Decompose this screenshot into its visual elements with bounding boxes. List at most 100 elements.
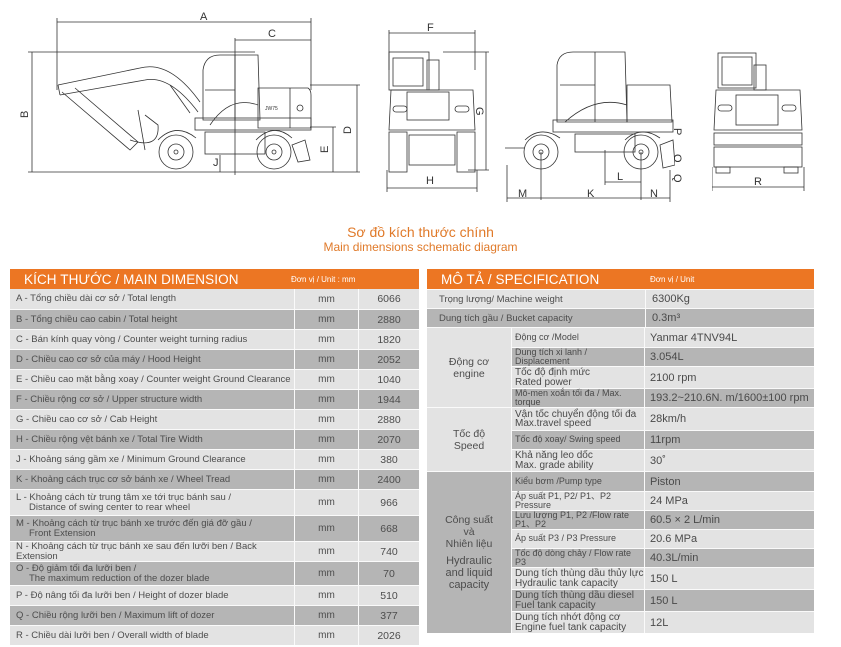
spec-item-label-line1: Mô-men xoắn tối đa / Max. torque: [515, 387, 622, 407]
dimension-label: G - Chiều cao cơ sở / Cab Height: [10, 410, 295, 429]
dimension-row: D - Chiều cao cơ sở của máy / Hood Heigh…: [10, 349, 419, 369]
dimension-value: 740: [380, 545, 398, 558]
spec-item-label-line1: Dung tích nhớt động cơ: [515, 612, 621, 623]
dimension-label-text: R - Chiều dài lưỡi ben / Overall width o…: [16, 629, 209, 641]
spec-item-value: Piston: [650, 475, 681, 488]
main-dimension-rows: A - Tổng chiều dài cơ sở / Total length m…: [10, 289, 419, 645]
dimension-label: C - Bán kính quay vòng / Counter weight …: [10, 330, 295, 349]
dim-label-j: J: [213, 157, 219, 169]
dimension-value: 1040: [377, 373, 401, 386]
dimension-label-text: O - Độ giảm tối đa lưỡi ben /: [16, 562, 137, 574]
dimension-diagram: A C B D E J JW75 F G H: [0, 0, 841, 205]
spec-label: Trọng lượng/ Machine weight: [427, 290, 646, 308]
main-dimension-header: KÍCH THƯỚC / MAIN DIMENSION Đơn vị / Uni…: [10, 269, 419, 289]
dim-label-b: B: [20, 111, 31, 118]
dimension-label: E - Chiều cao mặt bằng xoay / Counter we…: [10, 370, 295, 389]
dimension-unit: mm: [295, 430, 359, 449]
dim-label-c: C: [268, 28, 276, 40]
spec-item-label-line1: Tốc độ định mức: [515, 367, 591, 378]
dimension-label-subtext: Distance of swing center to rear wheel: [29, 501, 191, 513]
dimension-label: B - Tổng chiều cao cabin / Total height: [10, 310, 295, 329]
spec-group-label-line: capacity: [448, 579, 490, 591]
spec-group-label-line: Công suất: [445, 514, 493, 526]
dim-label-l: L: [617, 171, 623, 183]
dim-label-h: H: [426, 175, 434, 187]
dimension-label-text: P - Độ nâng tối đa lưỡi ben / Height of …: [16, 589, 229, 601]
specification-table: MÔ TẢ / SPECIFICATION Đơn vị / Unit Trọn…: [427, 269, 814, 633]
spec-item-value: 11rpm: [650, 434, 681, 446]
main-dimension-title: KÍCH THƯỚC / MAIN DIMENSION: [24, 271, 239, 287]
spec-item-label-line2: Max. grade ability: [515, 459, 594, 471]
dimension-label: H - Chiều rộng vệt bánh xe / Total Tire …: [10, 430, 295, 449]
dimension-unit: mm: [295, 390, 359, 409]
dimension-label-text: L - Khoảng cách từ trung tâm xe tới trục…: [16, 491, 232, 503]
dimension-label-text: E - Chiều cao mặt bằng xoay / Counter we…: [16, 373, 291, 385]
dimension-label: Q - Chiều rộng lưỡi ben / Maximum lift o…: [10, 606, 295, 625]
dimension-label: M - Khoảng cách từ trục bánh xe trước đế…: [10, 516, 295, 541]
spec-item-label: Mô-men xoắn tối đa / Max. torque: [512, 387, 645, 407]
dim-label-q: Q: [672, 174, 683, 183]
dim-label-n: N: [650, 188, 658, 200]
dim-label-k: K: [587, 188, 595, 200]
dim-label-d: D: [342, 126, 354, 134]
spec-item-value: 24 MPa: [650, 495, 688, 507]
spec-item-label-line1: Kiểu bơm /Pump type: [515, 475, 602, 486]
diagram-title-vietnamese: Sơ đồ kích thước chính: [347, 224, 494, 240]
model-badge: JW75: [265, 106, 278, 112]
dimension-unit: mm: [295, 626, 359, 645]
dimension-value: 1820: [377, 333, 401, 346]
spec-item-value: 150 L: [650, 572, 678, 585]
spec-item-label-line1: Động cơ /Model: [515, 331, 579, 342]
dimension-label-text: Q - Chiều rộng lưỡi ben / Maximum lift o…: [16, 609, 215, 621]
dimension-label: R - Chiều dài lưỡi ben / Overall width o…: [10, 626, 295, 645]
spec-group-label-line: và: [463, 526, 475, 538]
dimension-row: O - Độ giảm tối đa lưỡi ben /The maximum…: [10, 561, 419, 585]
dimension-value: 377: [380, 609, 398, 622]
specification-unit: Đơn vị / Unit: [650, 274, 695, 284]
specification-header: MÔ TẢ / SPECIFICATION Đơn vị / Unit: [427, 269, 814, 289]
spec-item-value: 3.054L: [650, 351, 684, 363]
dim-label-r: R: [754, 176, 762, 188]
spec-item-label-line2: Rated power: [515, 376, 572, 388]
spec-item-row: Áp suất P1, P2/ P1、P2 Pressure 24 MPa: [512, 491, 814, 510]
dimension-label-text: G - Chiều cao cơ sở / Cab Height: [16, 413, 158, 425]
dimension-label-text: K - Khoảng cách trục cơ sở bánh xe / Whe…: [16, 473, 231, 485]
side-view-2-dimension-labels: L M K N: [518, 171, 658, 200]
dimension-value: 2026: [377, 629, 401, 642]
dimension-label: N - Khoảng cách từ trục bánh xe sau đến …: [10, 541, 295, 561]
spec-item-label: Áp suất P1, P2/ P1、P2 Pressure: [512, 491, 645, 510]
dim-label-o: O: [672, 154, 683, 163]
dimension-unit: mm: [295, 586, 359, 605]
dimension-label: F - Chiều rộng cơ sở / Upper structure w…: [10, 390, 295, 409]
dimension-label-text: J - Khoảng sáng gầm xe / Minimum Ground …: [16, 453, 246, 465]
spec-item-label-line1: Vận tốc chuyển động tối đa: [515, 408, 637, 420]
dimension-row: H - Chiều rộng vệt bánh xe / Total Tire …: [10, 429, 419, 449]
spec-value: 6300Kg: [652, 293, 690, 305]
dimension-label: L - Khoảng cách từ trung tâm xe tới trục…: [10, 490, 295, 515]
dimension-label-text: H - Chiều rộng vệt bánh xe / Total Tire …: [16, 433, 203, 445]
dimension-row: Q - Chiều rộng lưỡi ben / Maximum lift o…: [10, 605, 419, 625]
dimension-row: M - Khoảng cách từ trục bánh xe trước đế…: [10, 515, 419, 541]
spec-item-label: Tốc độ xoay/ Swing speed: [512, 431, 645, 449]
dimension-label: K - Khoảng cách trục cơ sở bánh xe / Whe…: [10, 470, 295, 489]
spec-item-value: 2100 rpm: [650, 371, 697, 384]
dim-label-e: E: [319, 146, 331, 153]
dimension-unit: mm: [295, 470, 359, 489]
dimension-label-text: A - Tổng chiều dài cơ sở / Total length: [16, 293, 176, 304]
spec-item-label: Động cơ /Model: [512, 328, 645, 347]
